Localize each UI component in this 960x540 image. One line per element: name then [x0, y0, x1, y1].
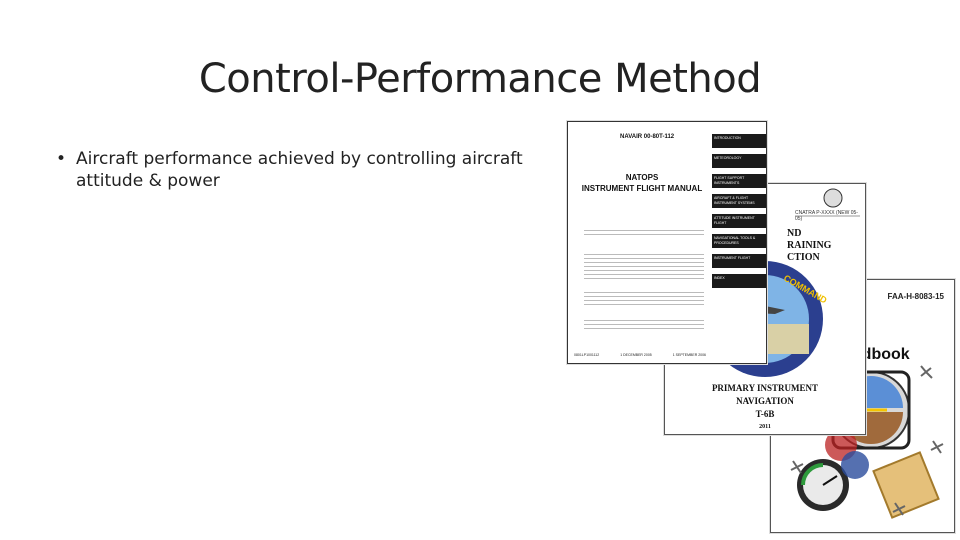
bullet-marker: • [56, 149, 67, 169]
partial-heading: ND RAINING CTION [787, 228, 831, 264]
notice-text-lines [584, 320, 704, 332]
slide-title: Control-Performance Method [198, 56, 762, 102]
natops-manual-cover: NAVAIR 00-80T-112 NATOPS INSTRUMENT FLIG… [567, 121, 767, 364]
warning-text-lines [584, 292, 704, 308]
tab-attitude-flight: ATTITUDE INSTRUMENT FLIGHT [712, 214, 766, 228]
tab-navigational-tools: NAVIGATIONAL TOOLS & PROCEDURES [712, 234, 766, 248]
bullet-item: • Aircraft performance achieved by contr… [56, 148, 536, 192]
footer-middle: 1 DECEMBER 2005 [620, 353, 652, 357]
footer-right: 1 SEPTEMBER 2006 [672, 353, 706, 357]
document-code: FAA-H-8083-15 [887, 292, 944, 301]
partial-heading-line2: RAINING [787, 240, 832, 251]
section-tabs: INTRODUCTION METEOROLOGY FLIGHT SUPPORT … [712, 134, 766, 294]
navy-seal-icon [823, 188, 843, 208]
natops-footer: 0801LP1001112 1 DECEMBER 2005 1 SEPTEMBE… [574, 353, 706, 357]
tab-introduction: INTRODUCTION [712, 134, 766, 148]
tab-aircraft-systems: AIRCRAFT & FLIGHT INSTRUMENT SYSTEMS [712, 194, 766, 208]
partial-heading-line1: ND [787, 228, 802, 239]
document-code: NAVAIR 00-80T-112 [620, 134, 675, 140]
tab-index: INDEX [712, 274, 766, 288]
manual-title-line3: T-6B [755, 409, 775, 419]
footer-left: 0801LP1001112 [574, 353, 600, 357]
manual-title: PRIMARY INSTRUMENT NAVIGATION T-6B 2011 [665, 382, 865, 434]
partial-heading-line3: CTION [787, 252, 820, 263]
manual-title-line2: NAVIGATION [736, 396, 794, 406]
tab-flight-support: FLIGHT SUPPORT INSTRUMENTS [712, 174, 766, 188]
natops-title: NATOPS INSTRUMENT FLIGHT MANUAL [568, 172, 716, 194]
bullet-text: Aircraft performance achieved by control… [76, 149, 523, 191]
manual-title-line4: 2011 [759, 424, 771, 430]
tab-instrument-flight: INSTRUMENT FLIGHT [712, 254, 766, 268]
natops-title-line1: NATOPS [625, 173, 659, 182]
bullet-list: • Aircraft performance achieved by contr… [56, 148, 536, 192]
document-code: CNATRA P-XXXX (NEW 05-05) [795, 210, 858, 222]
natops-title-line2: INSTRUMENT FLIGHT MANUAL [581, 184, 703, 193]
tab-meteorology: METEOROLOGY [712, 154, 766, 168]
distribution-text-lines [584, 230, 704, 238]
airplane-icon [920, 365, 933, 379]
statement-text-lines [584, 254, 704, 282]
manual-title-line1: PRIMARY INSTRUMENT [711, 383, 819, 393]
chart-plotter-icon [872, 451, 940, 519]
